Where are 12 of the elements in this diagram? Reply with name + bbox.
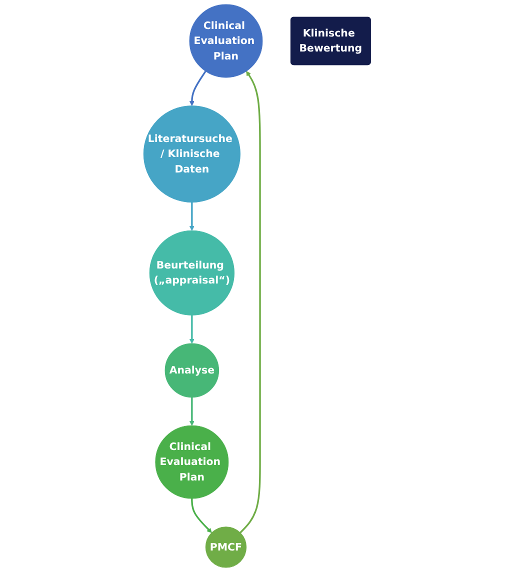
- arrow: [189, 315, 194, 344]
- arrow: [189, 70, 206, 106]
- node-circle: PMCF: [205, 526, 246, 568]
- node-circle: Analyse: [164, 343, 219, 398]
- arrow: [190, 498, 212, 533]
- node-circle: Beurteilung („appraisal“): [149, 230, 234, 316]
- arrow: [189, 397, 194, 426]
- node-circle: Clinical Evaluation Plan: [155, 425, 229, 499]
- node-circle: Literatursuche / Klinische Daten: [143, 105, 240, 203]
- arrow: [240, 70, 261, 534]
- arrow: [189, 202, 194, 231]
- node-circle: Clinical Evaluation Plan: [189, 4, 263, 78]
